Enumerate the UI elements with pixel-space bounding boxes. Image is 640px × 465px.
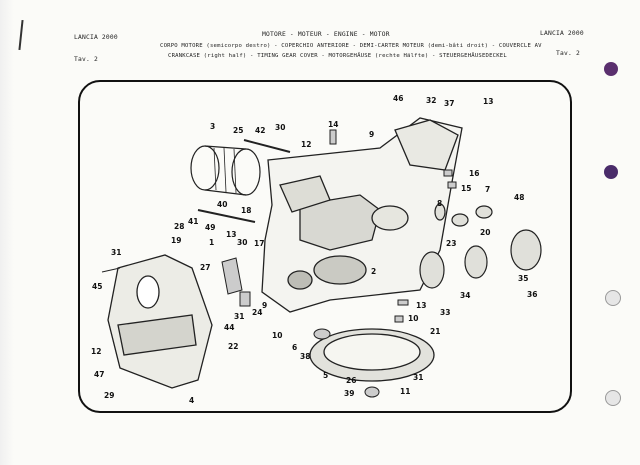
callout-19: 19 [171, 236, 181, 245]
callout-3: 3 [210, 122, 215, 131]
make-label-right: LANCIA 2000 [540, 30, 584, 37]
callout-1: 1 [209, 238, 214, 247]
callout-9: 9 [369, 130, 374, 139]
callout-37: 37 [444, 99, 454, 108]
timing-gear-cover [107, 254, 213, 389]
callout-33: 33 [440, 308, 450, 317]
page-edge-shadow [0, 0, 14, 465]
binder-hole-2 [604, 165, 618, 179]
callout-12: 12 [301, 140, 311, 149]
title-line-3: CRANKCASE (right half) - TIMING GEAR COV… [168, 53, 507, 59]
callout-21: 21 [430, 327, 440, 336]
callout-48: 48 [514, 193, 524, 202]
binder-hole-4 [605, 390, 621, 406]
diagram-frame [78, 80, 572, 413]
binder-hole-1 [604, 62, 618, 76]
callout-20: 20 [480, 228, 490, 237]
callout-10: 10 [408, 314, 418, 323]
callout-30b: 30 [237, 238, 247, 247]
make-label-left: LANCIA 2000 [74, 34, 118, 41]
plate-label-right: Tav. 2 [556, 50, 580, 57]
callout-6: 6 [292, 343, 297, 352]
callout-34: 34 [460, 291, 470, 300]
crankcase-right-half [261, 117, 463, 313]
part-callouts: 46 32 37 13 3 25 42 30 14 9 12 16 15 7 4… [91, 94, 537, 405]
callout-14: 14 [328, 120, 338, 129]
callout-13b: 13 [226, 230, 236, 239]
callout-15: 15 [461, 184, 471, 193]
callout-11: 11 [400, 387, 410, 396]
callout-24: 24 [252, 308, 262, 317]
title-line-1: MOTORE - MOTEUR - ENGINE - MOTOR [262, 31, 390, 38]
callout-2: 2 [371, 267, 376, 276]
callout-31c: 31 [413, 373, 423, 382]
title-line-2: CORPO MOTORE (semicorpo destro) - COPERC… [160, 43, 542, 49]
callout-13: 13 [483, 97, 493, 106]
callout-30: 30 [275, 123, 285, 132]
callout-47: 47 [94, 370, 104, 379]
callout-27: 27 [200, 263, 210, 272]
callout-49: 49 [205, 223, 215, 232]
callout-5: 5 [323, 371, 328, 380]
bearing-rings [419, 203, 542, 289]
callout-32: 32 [426, 96, 436, 105]
callout-12b: 12 [91, 347, 101, 356]
callout-44: 44 [224, 323, 234, 332]
callout-13c: 13 [416, 301, 426, 310]
callout-42: 42 [255, 126, 265, 135]
callout-25: 25 [233, 126, 243, 135]
callout-35: 35 [518, 274, 528, 283]
callout-46: 46 [393, 94, 403, 103]
callout-36: 36 [527, 290, 537, 299]
callout-16: 16 [469, 169, 479, 178]
callout-31b: 31 [234, 312, 244, 321]
plate-label-left: Tav. 2 [74, 56, 98, 63]
callout-17: 17 [254, 239, 264, 248]
callout-26: 26 [346, 376, 356, 385]
callout-9b: 9 [262, 301, 267, 310]
callout-29: 29 [104, 391, 114, 400]
callout-10b: 10 [272, 331, 282, 340]
callout-23: 23 [446, 239, 456, 248]
cylinder-liner [190, 145, 261, 196]
callout-18: 18 [241, 206, 251, 215]
binder-hole-3 [605, 290, 621, 306]
callout-22: 22 [228, 342, 238, 351]
callout-31: 31 [111, 248, 121, 257]
small-fasteners [101, 129, 457, 398]
callout-39: 39 [344, 389, 354, 398]
sump-plate [309, 328, 435, 382]
callout-41: 41 [188, 217, 198, 226]
callout-28: 28 [174, 222, 184, 231]
callout-7: 7 [485, 185, 490, 194]
callout-4: 4 [189, 396, 194, 405]
callout-45: 45 [92, 282, 102, 291]
callout-38: 38 [300, 352, 310, 361]
callout-40: 40 [217, 200, 227, 209]
callout-8: 8 [437, 199, 442, 208]
